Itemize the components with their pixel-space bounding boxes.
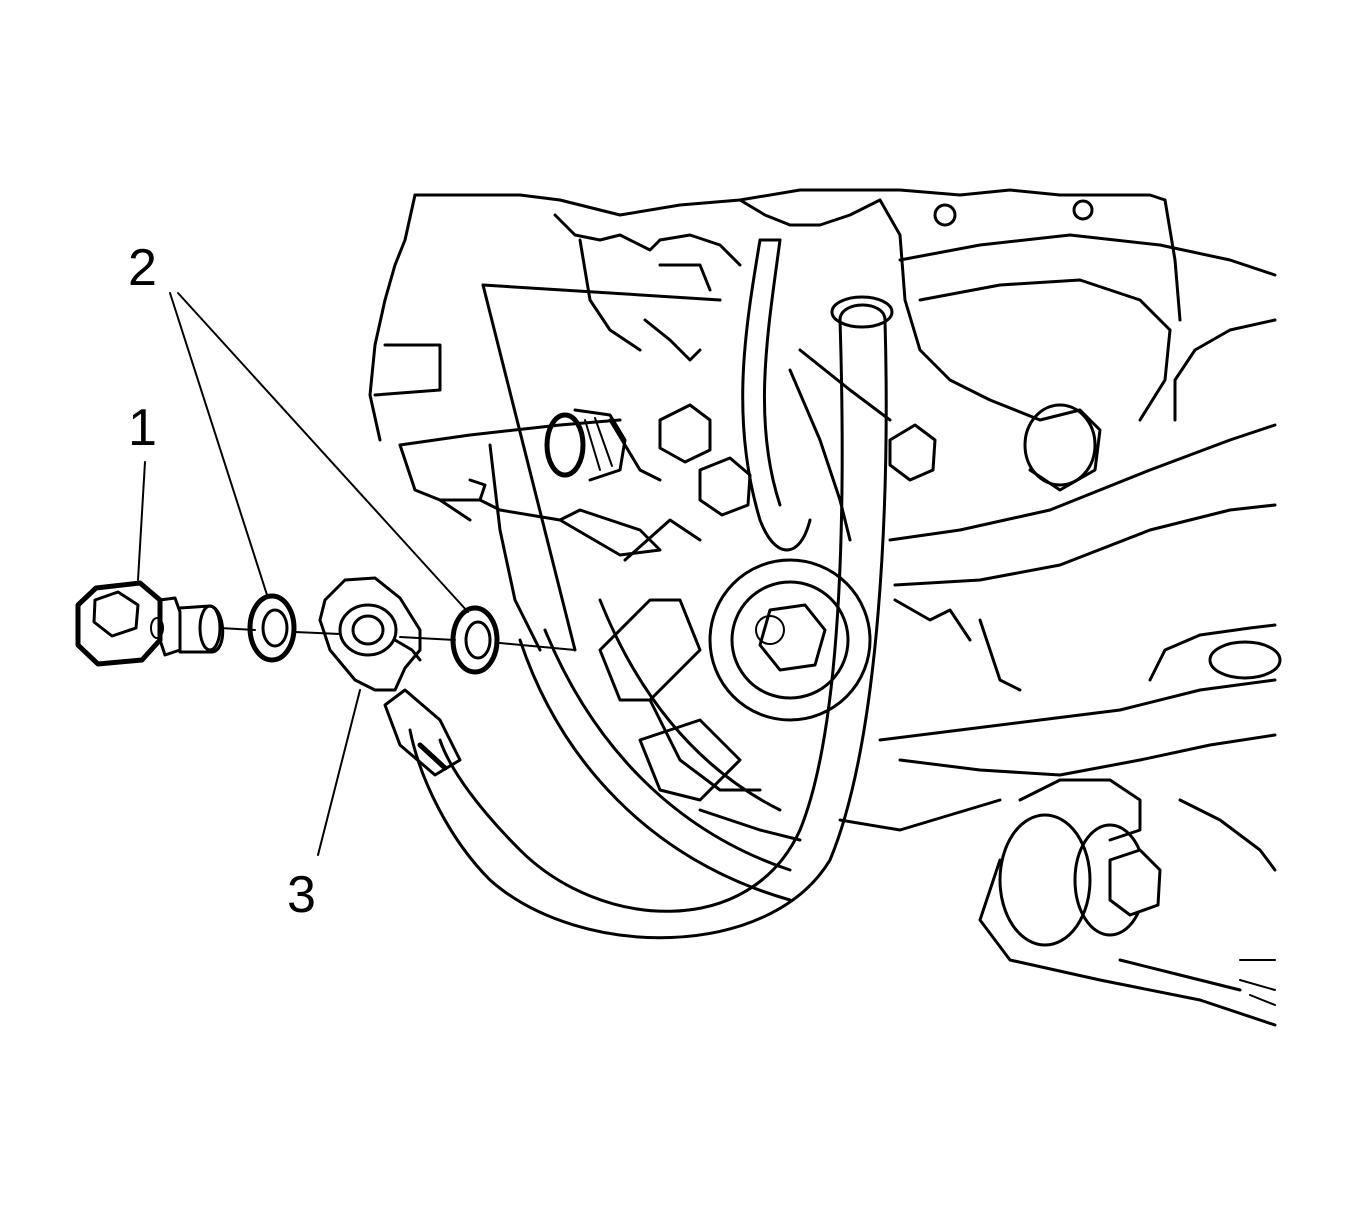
suspension-assembly-drawing [368, 188, 1282, 1027]
leader-line-3 [317, 689, 361, 856]
leader-line-2b [177, 292, 469, 613]
callout-3: 3 [287, 866, 316, 924]
leader-lines [137, 292, 469, 856]
callout-1: 1 [128, 399, 157, 457]
leader-line-2a [169, 292, 269, 599]
leader-line-1 [137, 461, 146, 581]
brake-hose [383, 238, 894, 940]
callout-2: 2 [128, 239, 157, 297]
washer-right [450, 605, 500, 675]
hose-terminal [318, 576, 422, 692]
banjo-bolt [75, 580, 225, 667]
exploded-fasteners [75, 576, 576, 692]
washer-left [247, 593, 297, 663]
